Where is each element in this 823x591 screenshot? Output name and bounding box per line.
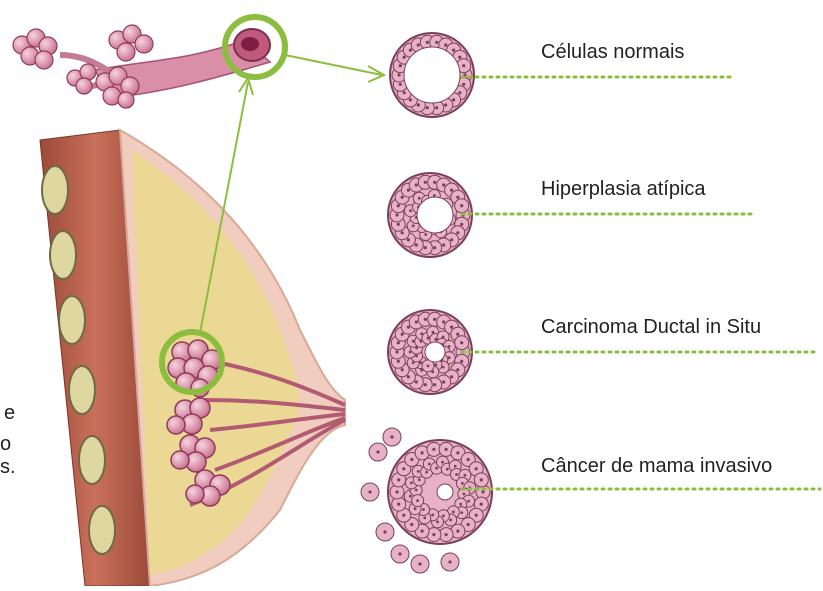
- stage-label-normal: Células normais: [541, 42, 684, 62]
- cropped-text-fragment: s.: [0, 457, 16, 477]
- cropped-text-fragment: e: [4, 403, 15, 423]
- dcis-icon: [388, 310, 472, 394]
- stage-label-dcis: Carcinoma Ductal in Situ: [541, 317, 761, 337]
- leader-lines: [462, 77, 820, 489]
- stage-label-atypical-hyperplasia: Hiperplasia atípica: [541, 179, 706, 199]
- lobule-cluster-magnified: [13, 17, 285, 108]
- cropped-text-fragment: o: [0, 434, 11, 454]
- invasive-cancer-icon: [361, 428, 492, 573]
- atypical-hyperplasia-icon: [388, 173, 472, 257]
- breast-cross-section: [40, 130, 345, 586]
- stage-illustrations: [361, 33, 492, 573]
- stage-label-invasive: Câncer de mama invasivo: [541, 456, 772, 476]
- normal-duct-icon: [390, 33, 474, 117]
